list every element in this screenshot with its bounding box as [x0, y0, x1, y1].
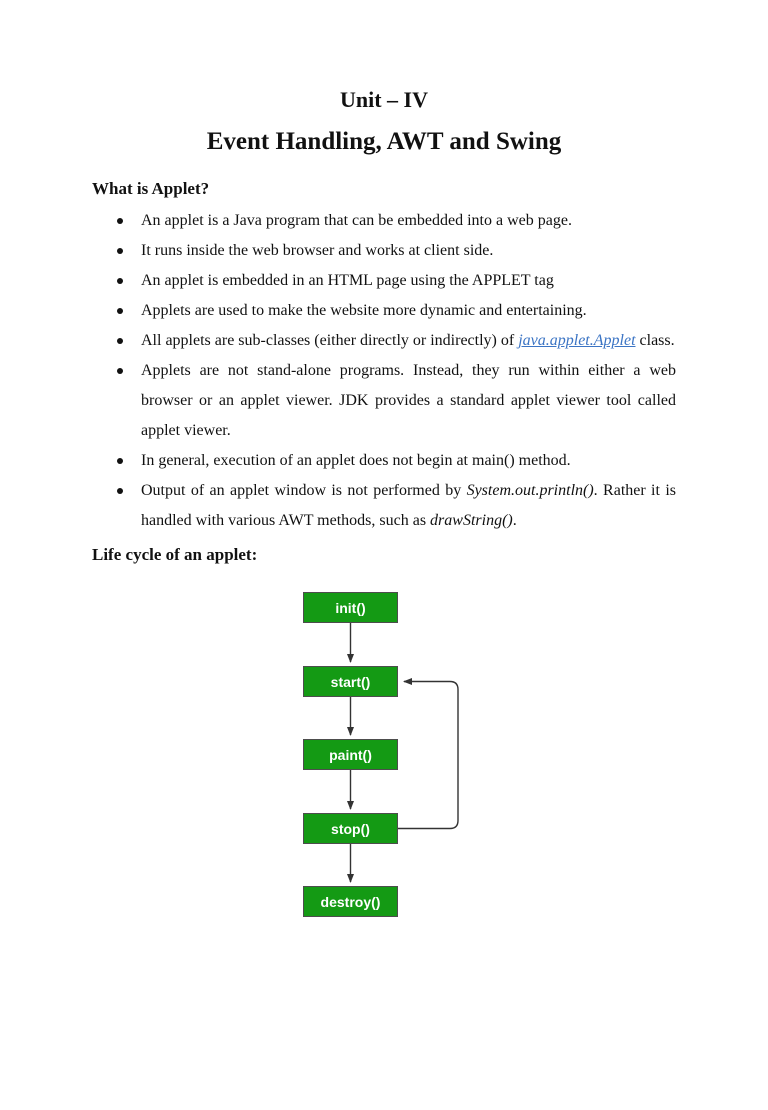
bullet-icon — [117, 248, 123, 254]
bullet-icon — [117, 368, 123, 374]
list-item: In general, execution of an applet does … — [92, 446, 676, 476]
text-segment: An applet is a Java program that can be … — [141, 212, 572, 229]
bullet-icon — [117, 458, 123, 464]
page-subtitle: Event Handling, AWT and Swing — [206, 128, 562, 155]
page-title: Unit – IV — [339, 87, 428, 112]
text-segment: . Rather it is handled with various AWT … — [141, 482, 676, 529]
life-cycle-heading: Life cycle of an applet: — [92, 545, 258, 564]
list-item: It runs inside the web browser and works… — [92, 236, 676, 266]
text-segment: Applets are not stand-alone programs. In… — [141, 362, 676, 439]
text-segment: Output of an applet window is not perfor… — [141, 482, 467, 499]
text-segment: System.out.println() — [466, 482, 594, 499]
bullet-icon — [117, 488, 123, 494]
list-item: An applet is embedded in an HTML page us… — [92, 266, 676, 296]
list-item: All applets are sub-classes (either dire… — [92, 326, 676, 356]
bullet-icon — [117, 218, 123, 224]
bullet-icon — [117, 278, 123, 284]
text-segment: It runs inside the web browser and works… — [141, 242, 494, 259]
flowchart-arrows — [347, 623, 459, 883]
flowchart-node-stop: stop() — [303, 813, 398, 844]
text-segment: drawString() — [430, 512, 513, 529]
document-page: Unit – IV Event Handling, AWT and Swing … — [0, 86, 768, 932]
bullet-icon — [117, 308, 123, 314]
applet-bullet-list: An applet is a Java program that can be … — [92, 206, 676, 536]
bullet-icon — [117, 338, 123, 344]
flowchart-node-init: init() — [303, 592, 398, 623]
flowchart-node-start: start() — [303, 666, 398, 697]
text-segment: class. — [635, 332, 675, 349]
text-segment: Applets are used to make the website mor… — [141, 302, 587, 319]
java-applet-link[interactable]: java.applet.Applet — [518, 332, 636, 349]
text-segment: In general, execution of an applet does … — [141, 452, 571, 469]
applet-lifecycle-flowchart: init() start() paint() stop() destroy() — [92, 592, 676, 932]
text-segment: An applet is embedded in an HTML page us… — [141, 272, 554, 289]
text-segment: . — [512, 512, 517, 529]
list-item: Applets are used to make the website mor… — [92, 296, 676, 326]
list-item: An applet is a Java program that can be … — [92, 206, 676, 236]
flowchart-node-destroy: destroy() — [303, 886, 398, 917]
arrow-stop-loop-start — [398, 678, 459, 830]
flowchart-node-paint: paint() — [303, 739, 398, 770]
text-segment: All applets are sub-classes (either dire… — [141, 332, 519, 349]
list-item: Output of an applet window is not perfor… — [92, 476, 676, 536]
what-is-applet-heading: What is Applet? — [92, 179, 210, 198]
list-item: Applets are not stand-alone programs. In… — [92, 356, 676, 446]
